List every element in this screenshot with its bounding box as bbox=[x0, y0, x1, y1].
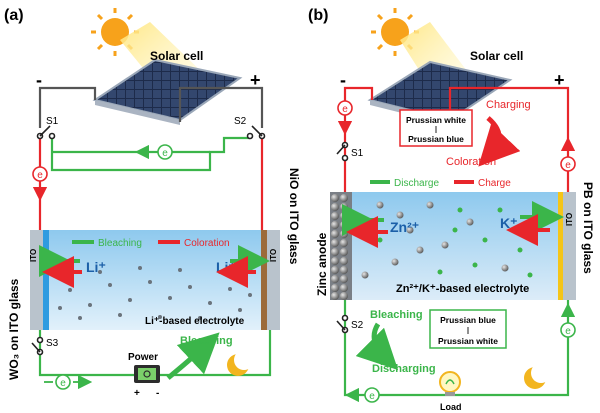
reaction-box-bottom bbox=[429, 309, 507, 349]
bleaching-curved-arrow-a bbox=[166, 332, 220, 380]
charging-label: Charging bbox=[486, 99, 531, 111]
electron-red-left-b: e bbox=[337, 100, 353, 136]
svg-text:e: e bbox=[60, 378, 66, 389]
switch-s1-label-b: S1 bbox=[351, 148, 364, 159]
svg-text:e: e bbox=[565, 160, 571, 171]
legend-charge-label: Charge bbox=[478, 178, 511, 189]
box-top-line2: Prussian blue bbox=[408, 134, 464, 144]
ito-glass-right-a bbox=[267, 230, 280, 330]
svg-text:e: e bbox=[565, 326, 571, 337]
legend-bleaching-label: Bleaching bbox=[98, 238, 142, 249]
panel-a: (a) Solar cell bbox=[4, 7, 301, 399]
legend-coloration-label: Coloration bbox=[184, 238, 230, 249]
solar-cell-label: Solar cell bbox=[150, 49, 203, 63]
panel-b: (b) Solar cell - + e bbox=[308, 7, 595, 412]
switch-s1-label-a: S1 bbox=[46, 116, 59, 127]
ito-glass-left-a bbox=[30, 230, 43, 330]
ions-a bbox=[58, 266, 252, 320]
power-label: Power bbox=[128, 352, 158, 363]
ito-label-left-a: ITO bbox=[29, 249, 38, 262]
lightbulb-icon bbox=[439, 371, 461, 396]
solar-panel bbox=[92, 58, 243, 125]
svg-text:e: e bbox=[369, 391, 375, 402]
ito-label-right-a: ITO bbox=[269, 249, 278, 262]
wo3-layer bbox=[43, 230, 49, 330]
svg-text:e: e bbox=[342, 104, 348, 115]
electron-red-right-b: e bbox=[560, 136, 576, 172]
electron-green-bottom-a: e bbox=[44, 374, 93, 390]
switch-s2-label-b: S2 bbox=[351, 320, 364, 331]
panel-a-plus: + bbox=[250, 70, 261, 90]
electrolyte-label-b: Zn²⁺/K⁺-based electrolyte bbox=[396, 283, 529, 295]
moon-icon-b bbox=[524, 363, 551, 389]
panel-a-minus: - bbox=[36, 70, 42, 90]
zinc-anode-label: Zinc anode bbox=[315, 232, 329, 296]
svg-text:e: e bbox=[162, 148, 168, 159]
switch-s3-label-a: S3 bbox=[46, 338, 59, 349]
electron-red-a: e bbox=[32, 166, 48, 202]
power-supply-icon bbox=[134, 365, 160, 383]
bleaching-label-a: Bleaching bbox=[180, 335, 233, 347]
legend-discharge-label: Discharge bbox=[394, 178, 439, 189]
power-minus: - bbox=[156, 388, 159, 399]
discharging-label: Discharging bbox=[372, 363, 436, 375]
coloration-label: Coloration bbox=[446, 156, 496, 168]
panel-b-label: (b) bbox=[308, 7, 328, 24]
box-bottom-line1: Prussian blue bbox=[440, 315, 496, 325]
bleaching-label-b: Bleaching bbox=[370, 309, 423, 321]
panel-b-minus: - bbox=[340, 70, 346, 90]
load-label: Load bbox=[440, 402, 462, 412]
ito-label-b: ITO bbox=[565, 213, 574, 226]
switch-s1-a bbox=[36, 125, 56, 140]
box-bottom-line2: Prussian white bbox=[438, 336, 498, 346]
power-plus: + bbox=[134, 388, 140, 399]
electron-green-bottom-b: e bbox=[344, 387, 380, 403]
switch-s2-b bbox=[336, 314, 349, 334]
charging-curved-arrow bbox=[478, 116, 521, 167]
switch-s3-a bbox=[31, 336, 44, 356]
svg-text:e: e bbox=[37, 170, 43, 181]
panel-a-label: (a) bbox=[4, 7, 24, 24]
pb-electrode-label: PB on ITO glass bbox=[581, 182, 595, 274]
discharging-curved-arrow bbox=[355, 322, 399, 371]
ion-zn-label: Zn²⁺ bbox=[390, 219, 419, 235]
switch-s1-b bbox=[336, 141, 349, 162]
ion-k-label: K⁺ bbox=[500, 215, 518, 231]
switch-s2-label-a: S2 bbox=[234, 116, 247, 127]
electrolyte-label-a: Li⁺-based electrolyte bbox=[145, 316, 245, 327]
nio-layer bbox=[261, 230, 267, 330]
ion-li-left: Li⁺ bbox=[86, 259, 106, 275]
moon-icon-a bbox=[227, 350, 254, 376]
wo3-electrode-label: WO₃ on ITO glass bbox=[7, 278, 21, 380]
electron-green-right-b: e bbox=[560, 302, 576, 338]
switch-s2-a bbox=[246, 125, 266, 140]
electrolyte-a bbox=[30, 230, 280, 330]
nio-electrode-label: NiO on ITO glass bbox=[287, 168, 301, 265]
ito-glass-b bbox=[563, 192, 576, 300]
ions-b bbox=[361, 201, 543, 279]
reaction-box-top bbox=[399, 109, 473, 147]
electron-green-top-a: e bbox=[134, 144, 173, 160]
pb-layer bbox=[558, 192, 563, 300]
solar-cell-label-b: Solar cell bbox=[470, 49, 523, 63]
panel-b-plus: + bbox=[554, 70, 565, 90]
box-top-line1: Prussian white bbox=[406, 115, 466, 125]
